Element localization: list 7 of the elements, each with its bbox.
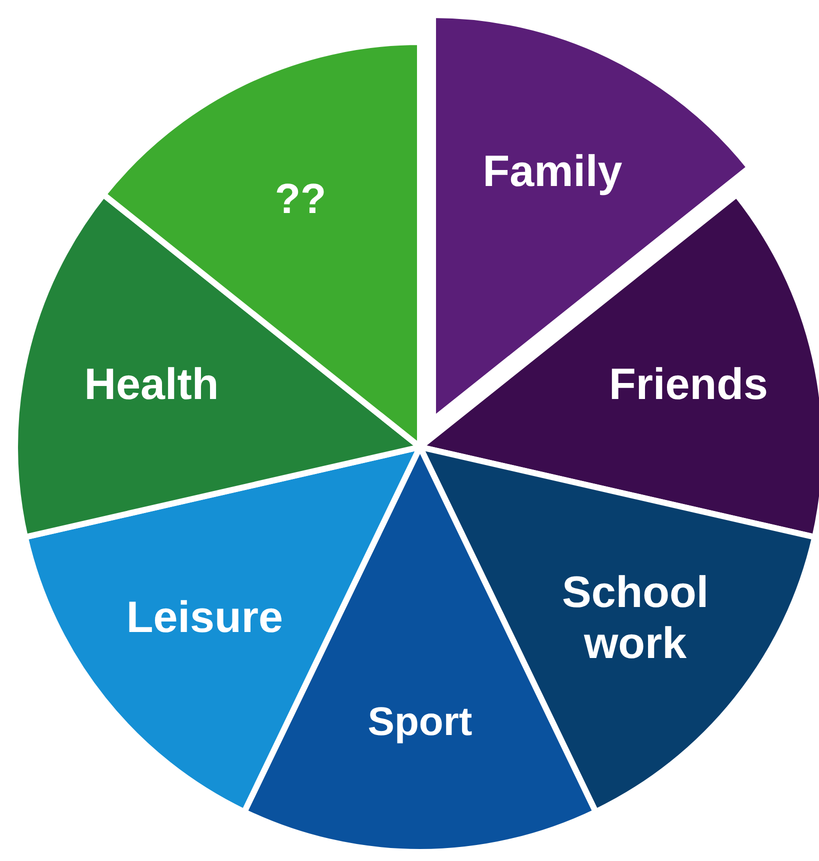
slice-label: Leisure <box>126 593 283 644</box>
slice-label: Family <box>482 146 622 198</box>
slice-label: Sport <box>368 699 472 746</box>
slice-label: Friends <box>609 360 768 411</box>
slice-label: ?? <box>274 174 326 223</box>
slice-label: Health <box>84 360 219 411</box>
slice-label: School work <box>560 568 710 670</box>
